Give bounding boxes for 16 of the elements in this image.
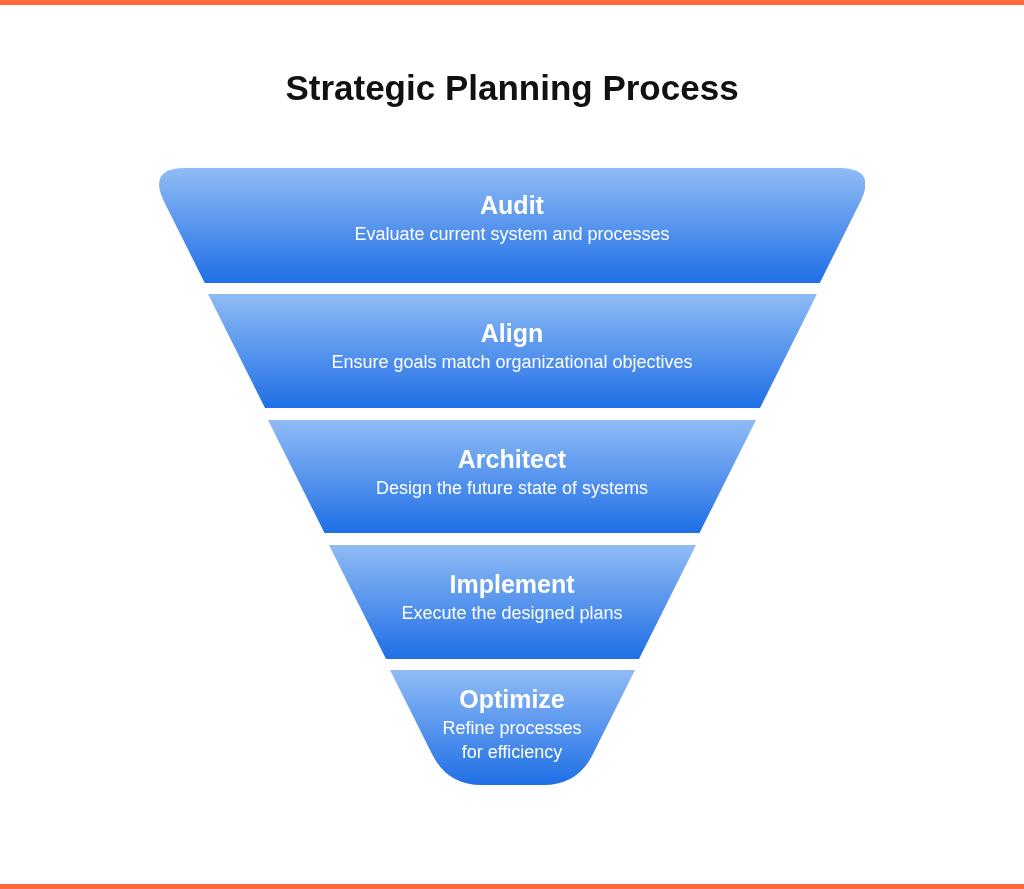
stage-description: Execute the designed plans (401, 602, 623, 625)
funnel-stage (389, 670, 635, 785)
stage-title: Audit (480, 189, 544, 220)
stage-description: Evaluate current system and processes (354, 222, 670, 246)
stage-title: Optimize (459, 683, 565, 714)
funnel-stage (268, 420, 756, 533)
funnel-stage (158, 168, 866, 283)
stage-description: Ensure goals match organizational objectives (331, 351, 693, 374)
stage-title: Architect (457, 443, 567, 474)
stage-title: Implement (449, 569, 575, 599)
funnel-stage (328, 545, 696, 659)
stage-description: Refine processes for efficiency (441, 716, 583, 764)
stage-title: Align (480, 318, 544, 348)
stage-description: Design the future state of systems (375, 476, 649, 500)
funnel-stage (207, 294, 817, 408)
diagram-title: Strategic Planning Process (285, 67, 739, 109)
